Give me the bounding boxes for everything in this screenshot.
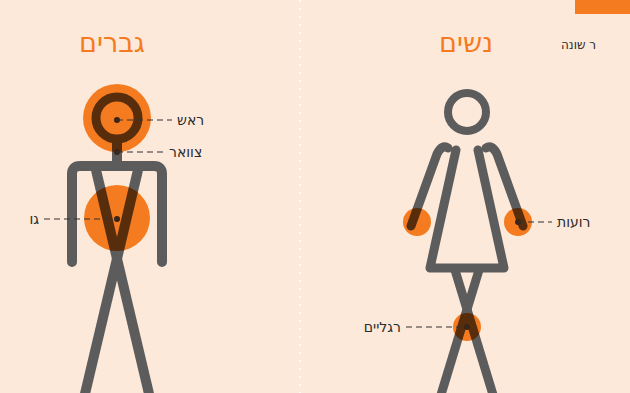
divider <box>299 0 301 393</box>
leg <box>440 270 479 393</box>
section-title: גברים <box>79 27 145 59</box>
leader-line <box>44 218 117 219</box>
markers <box>114 117 521 330</box>
section-title: נשים <box>439 27 493 59</box>
dress <box>430 150 504 268</box>
head <box>448 93 486 131</box>
leader-line <box>518 221 552 222</box>
leaders <box>44 120 552 327</box>
head <box>96 97 138 139</box>
note-text: ר שונה <box>561 38 596 52</box>
leader-line <box>117 151 164 152</box>
part-label: גו <box>29 211 39 228</box>
leg <box>96 170 150 393</box>
neck <box>112 143 122 163</box>
leader-line <box>117 119 172 120</box>
leg <box>84 170 138 393</box>
leader-line <box>406 326 467 327</box>
corner-tab <box>575 0 630 14</box>
part-label: ראש <box>177 112 204 129</box>
highlight-circle <box>83 84 151 152</box>
part-label: רגליים <box>364 319 401 336</box>
woman-figure <box>411 93 523 393</box>
part-label: צוואר <box>169 144 202 161</box>
man-figure <box>72 97 162 393</box>
part-label: רועות <box>557 214 591 231</box>
